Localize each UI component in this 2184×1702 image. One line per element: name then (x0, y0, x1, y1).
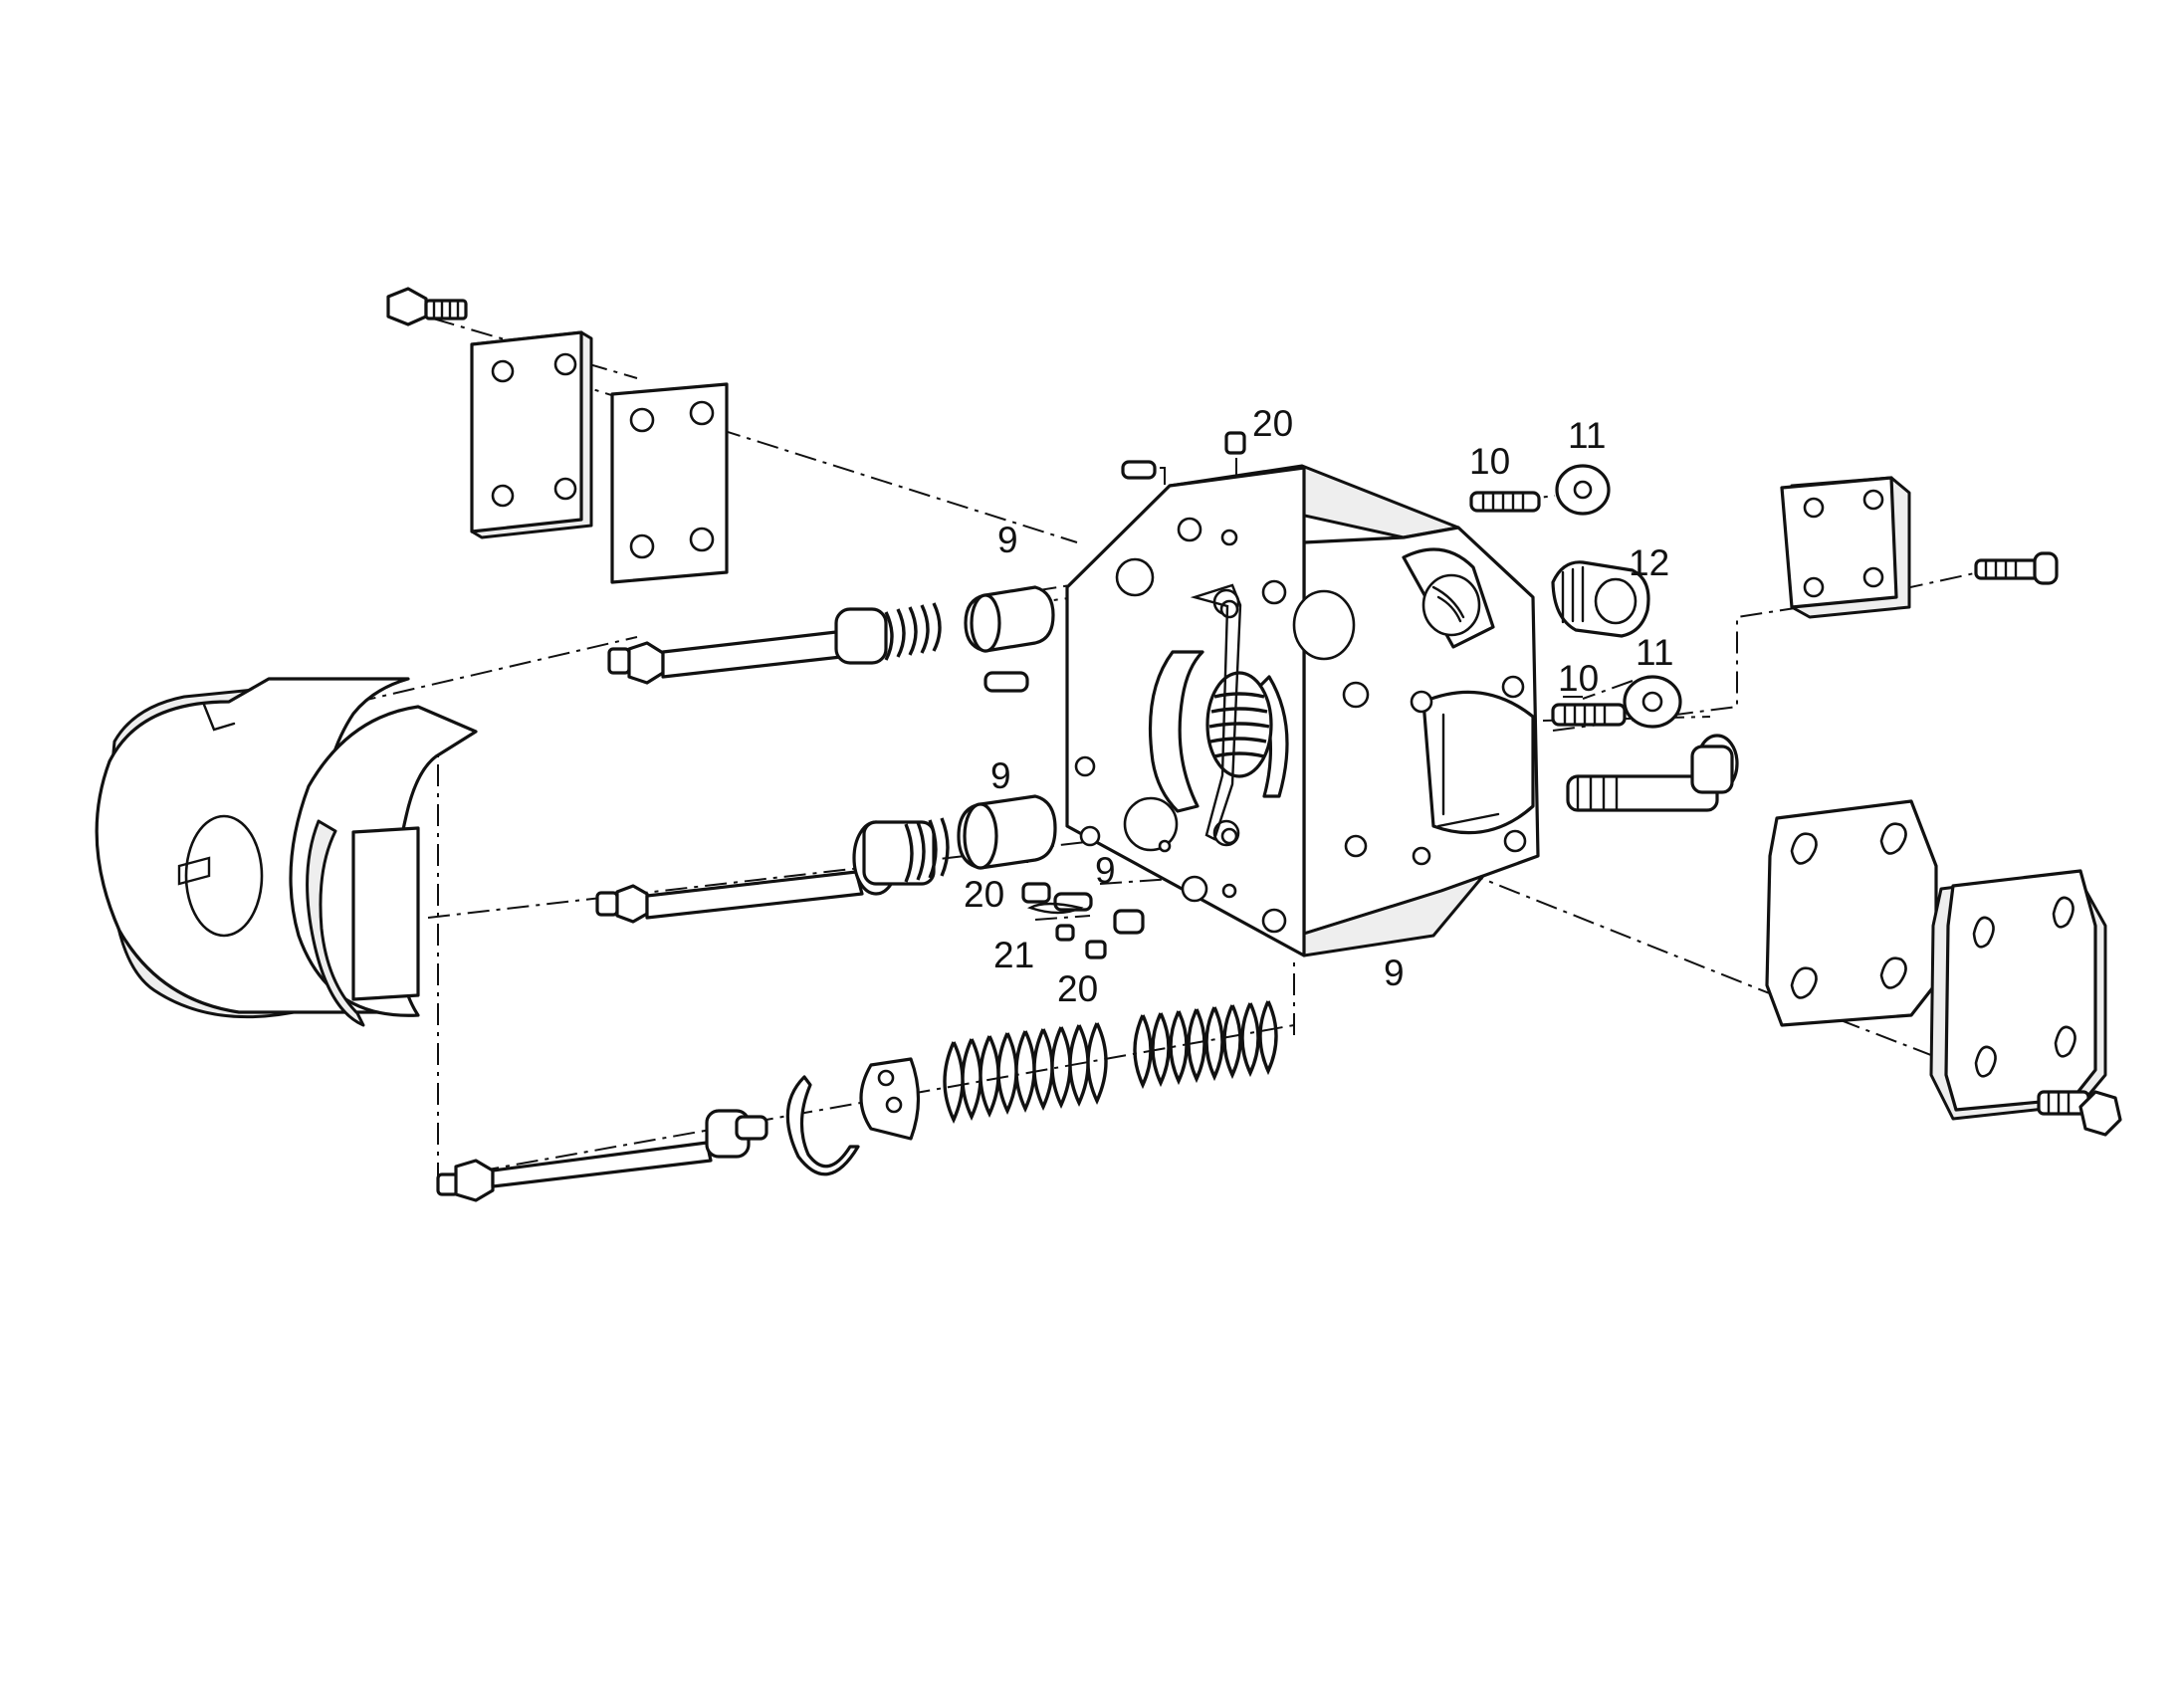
callout-9-small: 9 (1095, 850, 1116, 891)
pin-mid (983, 671, 1029, 693)
bolt-bottom-right (2037, 1090, 2122, 1137)
end-cover-top-right (1780, 476, 1911, 619)
screw-10-upper (1469, 491, 1541, 513)
callout-10-lower: 10 (1558, 658, 1599, 699)
spring-outer (1133, 1000, 1278, 1090)
gasket-plate-right (1765, 799, 1938, 1027)
sleeve-upper (964, 585, 1055, 653)
callout-9-bottom: 9 (1384, 953, 1405, 993)
callout-21: 21 (993, 935, 1034, 975)
callout-20-middle: 20 (964, 874, 1004, 915)
small-pin-top (1121, 460, 1157, 480)
callouts: 20 9 10 11 12 10 11 9 20 9 21 20 9 (964, 403, 1673, 1009)
plug-20-top (1224, 431, 1246, 455)
actuator-body (95, 677, 478, 1027)
plug-12 (1551, 560, 1650, 638)
callout-20-top: 20 (1252, 403, 1293, 444)
sleeve-middle (957, 794, 1057, 870)
nut-11-upper (1555, 464, 1611, 516)
snap-ring (785, 1075, 860, 1176)
spring-seat (859, 1057, 921, 1141)
valve-housing (1065, 464, 1540, 957)
callout-11-upper: 11 (1568, 415, 1606, 456)
callout-9-middle: 9 (990, 755, 1011, 796)
callout-11-lower: 11 (1636, 632, 1673, 673)
small-parts-cluster (1021, 882, 1145, 959)
cover-plate-thick (470, 330, 593, 539)
spring-inner (943, 1022, 1108, 1125)
long-cap-screw (1566, 734, 1739, 812)
spool-middle (595, 817, 950, 924)
callout-12: 12 (1629, 542, 1669, 583)
cap-screw-top-right (1974, 551, 2059, 585)
callout-10-upper: 10 (1469, 441, 1510, 482)
callout-20-lower: 20 (1057, 968, 1098, 1009)
nut-11-lower (1623, 675, 1682, 729)
top-left-bolt (386, 287, 468, 326)
cover-plate-right (1929, 869, 2107, 1121)
gasket-plate-top (610, 382, 729, 584)
callout-9-upper: 9 (997, 520, 1018, 560)
shaft-lower (436, 1109, 768, 1202)
screw-10-lower (1551, 703, 1627, 727)
spool-upper (607, 602, 942, 685)
